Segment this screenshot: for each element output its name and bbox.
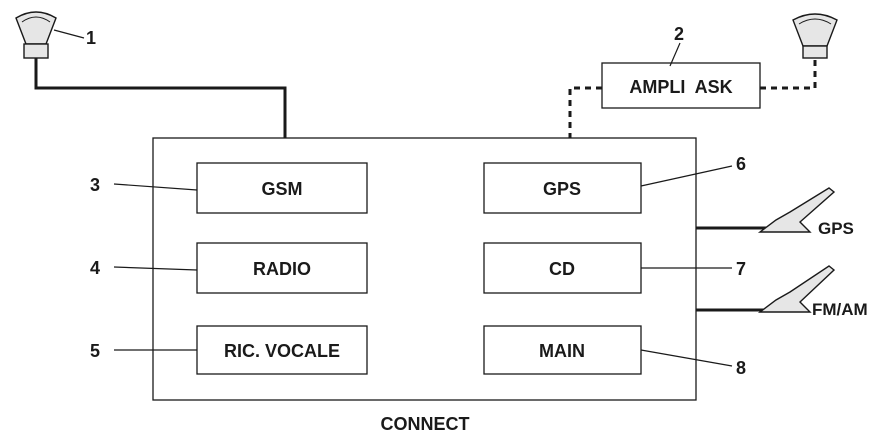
callout-leader-2 <box>669 42 681 67</box>
callout-7: 7 <box>736 259 746 279</box>
cd-module-label: CD <box>549 259 575 279</box>
gps-module-label: GPS <box>543 179 581 199</box>
callout-leader-8 <box>640 349 733 367</box>
amp-wire-unit <box>568 86 602 138</box>
callout-leader-1 <box>53 29 85 39</box>
speaker-wire-left <box>34 58 287 138</box>
amp-wire-speaker <box>760 58 817 90</box>
fm-am-antenna-label: FM/AM <box>812 300 868 319</box>
gsm-module-label: GSM <box>261 179 302 199</box>
callout-leader-6 <box>640 165 733 187</box>
callout-8: 8 <box>736 358 746 378</box>
antenna-icon <box>757 265 836 313</box>
gps-antenna-label: GPS <box>818 219 854 238</box>
diagram-title: CONNECT <box>381 414 470 434</box>
callout-leader-4 <box>113 266 198 271</box>
callout-5: 5 <box>90 341 100 361</box>
radio-module <box>196 242 368 294</box>
ric-vocale-module-label: RIC. VOCALE <box>224 341 340 361</box>
callout-1: 1 <box>86 28 96 48</box>
amplifier-box <box>601 62 761 109</box>
main-module-label: MAIN <box>539 341 585 361</box>
gsm-module <box>196 162 368 214</box>
callout-3: 3 <box>90 175 100 195</box>
callout-6: 6 <box>736 154 746 174</box>
radio-module-label: RADIO <box>253 259 311 279</box>
gps-module <box>483 162 642 214</box>
amplifier-label: AMPLI ASK <box>629 77 732 97</box>
antenna-icon <box>757 187 836 233</box>
speaker-icon <box>792 13 838 59</box>
callout-2: 2 <box>674 24 684 44</box>
speaker-icon <box>15 11 57 59</box>
callout-4: 4 <box>90 258 100 278</box>
callout-leader-3 <box>113 183 198 191</box>
